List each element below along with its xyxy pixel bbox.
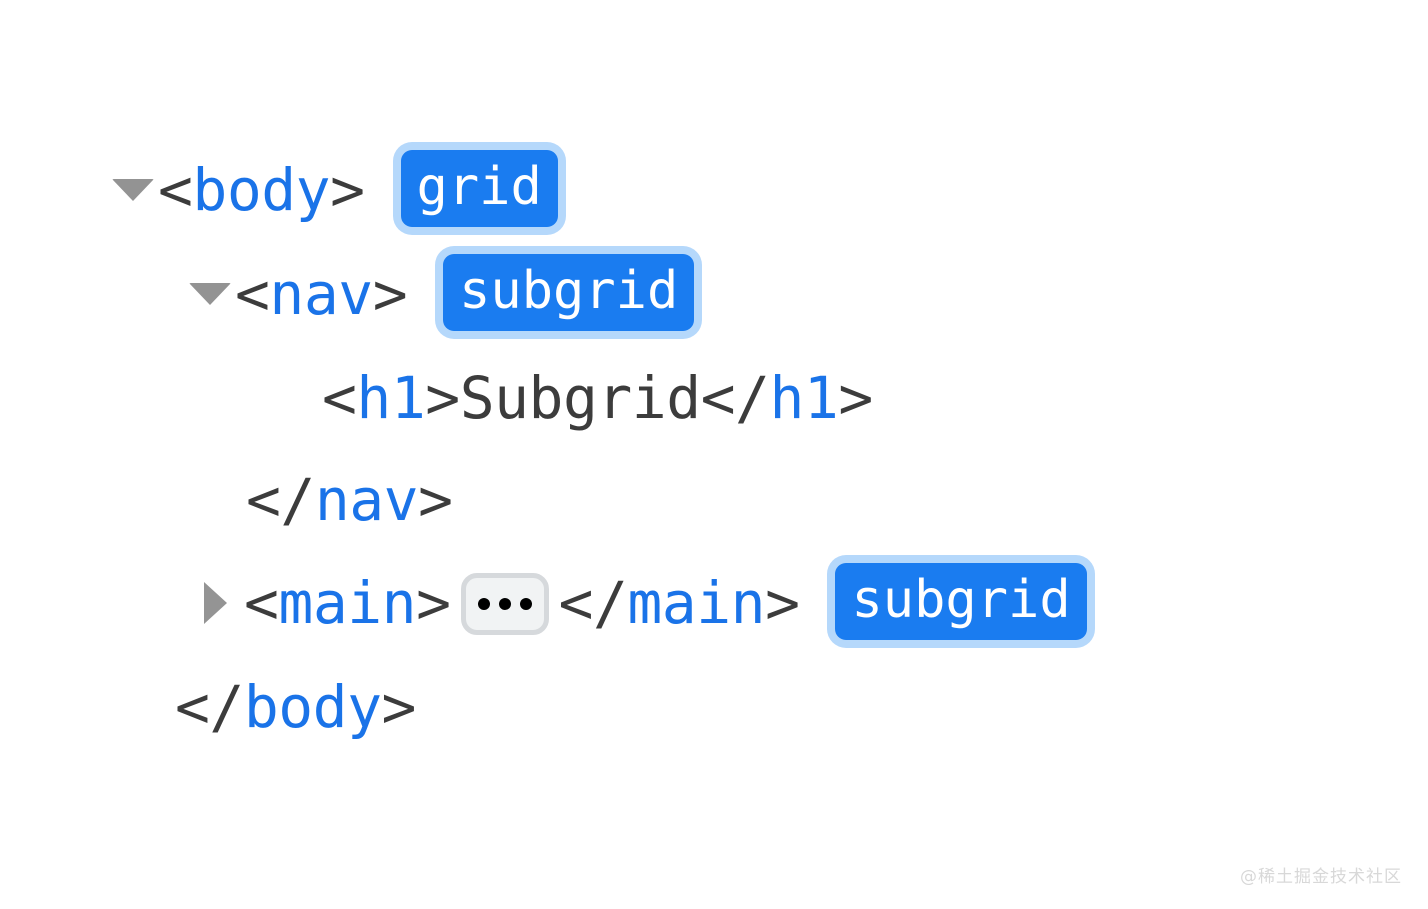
subgrid-badge[interactable]: subgrid — [443, 253, 695, 331]
tag-name-h1: h1 — [356, 364, 426, 432]
end-tag-open-angle: </ — [558, 569, 628, 637]
end-tag-open-angle: </ — [246, 466, 315, 534]
text-node-subgrid[interactable]: Subgrid — [459, 364, 701, 432]
tag-open-angle: < — [322, 364, 357, 432]
dom-row-nav-open[interactable]: < nav > subgrid — [181, 253, 695, 331]
ellipsis-dot — [477, 598, 490, 610]
tag-name-main: main — [278, 569, 417, 637]
tag-close-angle: > — [330, 156, 365, 224]
subgrid-badge[interactable]: subgrid — [835, 562, 1087, 640]
disclosure-triangle-expanded-icon[interactable] — [181, 258, 235, 330]
tag-open-angle: < — [158, 156, 193, 224]
tag-name-nav: nav — [269, 260, 373, 328]
tag-close-angle: > — [425, 364, 460, 432]
dom-row-nav-close[interactable]: </ nav > — [246, 464, 453, 536]
ellipsis-dot — [519, 598, 532, 610]
expand-children-ellipsis-icon[interactable] — [460, 573, 549, 635]
dom-row-body-open[interactable]: < body > grid — [104, 149, 558, 227]
end-tag-close-angle: > — [765, 569, 800, 637]
end-tag-close-angle: > — [838, 364, 873, 432]
tag-name-body: body — [192, 156, 331, 224]
tag-open-angle: < — [235, 260, 270, 328]
end-tag-name-main: main — [627, 569, 766, 637]
disclosure-triangle-collapsed-icon[interactable] — [190, 567, 244, 639]
end-tag-open-angle: </ — [175, 673, 244, 741]
watermark: @稀土掘金技术社区 — [1240, 867, 1402, 887]
end-tag-open-angle: </ — [700, 364, 770, 432]
tag-close-angle: > — [372, 260, 408, 328]
end-tag-name-body: body — [243, 673, 382, 741]
end-tag-close-angle: > — [418, 466, 453, 534]
tag-close-angle: > — [416, 569, 451, 637]
end-tag-close-angle: > — [381, 673, 417, 741]
dom-row-h1-element[interactable]: < h1 > Subgrid </ h1 > — [322, 362, 873, 434]
disclosure-triangle-expanded-icon[interactable] — [104, 154, 158, 226]
dom-row-main-element[interactable]: < main > </ main > subgrid — [190, 562, 1087, 640]
end-tag-name-nav: nav — [314, 466, 419, 534]
ellipsis-dot — [498, 598, 511, 610]
tag-open-angle: < — [244, 569, 279, 637]
dom-row-body-close[interactable]: </ body > — [175, 671, 416, 743]
grid-badge[interactable]: grid — [400, 149, 558, 227]
end-tag-name-h1: h1 — [769, 364, 839, 432]
